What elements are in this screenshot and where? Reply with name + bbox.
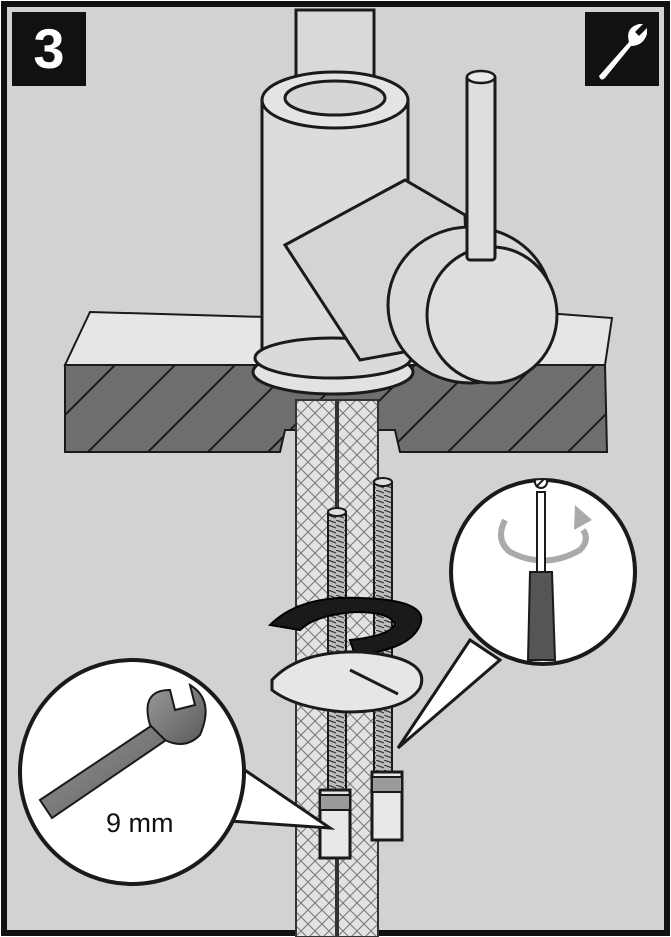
callout-pointer-right bbox=[396, 637, 503, 750]
mounting-plate bbox=[270, 650, 424, 714]
open-end-wrench-icon bbox=[38, 682, 207, 820]
screwdriver-icon bbox=[526, 491, 557, 661]
callout-circle-wrench bbox=[18, 658, 246, 886]
step-number-badge: 3 bbox=[12, 12, 86, 86]
faucet-lever bbox=[465, 73, 497, 262]
threaded-stud-right bbox=[373, 481, 393, 773]
wrench-size-label: 9 mm bbox=[106, 808, 174, 838]
wrench-icon bbox=[599, 24, 647, 80]
tool-badge bbox=[585, 12, 659, 86]
